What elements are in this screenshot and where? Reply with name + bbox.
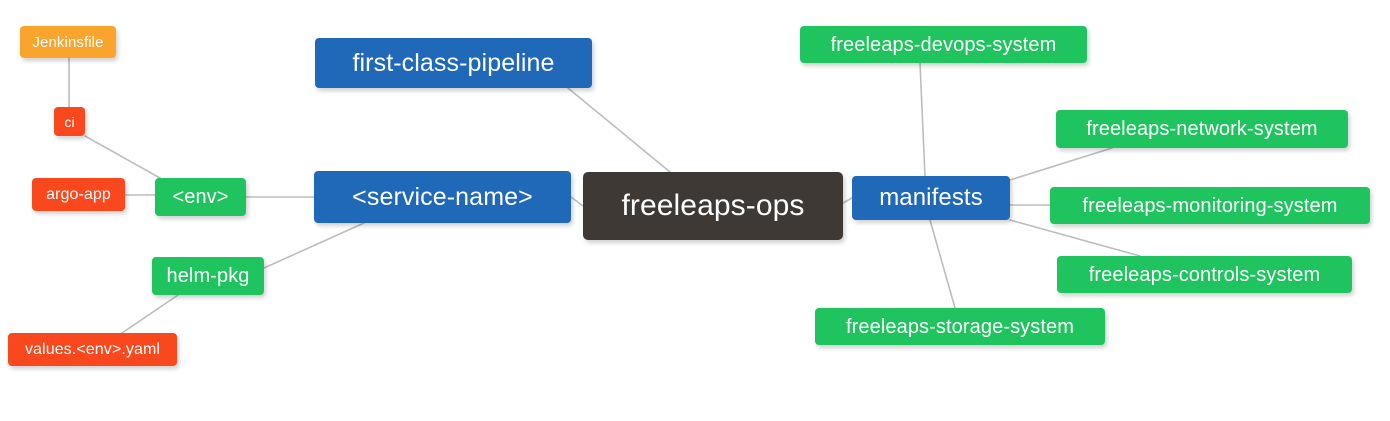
mindmap-node-service-name[interactable]: <service-name> xyxy=(314,171,571,223)
mindmap-node-jenkinsfile[interactable]: Jenkinsfile xyxy=(20,26,116,58)
mindmap-node-helm-pkg[interactable]: helm-pkg xyxy=(152,257,264,295)
node-label: freeleaps-controls-system xyxy=(1088,263,1321,286)
node-label: first-class-pipeline xyxy=(352,48,555,77)
mindmap-node-ci[interactable]: ci xyxy=(54,107,85,136)
edge-helm-pkg-to-values-env-yaml xyxy=(121,294,179,334)
node-label: Jenkinsfile xyxy=(32,33,104,51)
node-label: <service-name> xyxy=(352,182,533,211)
mindmap-node-freeleaps-devops-system[interactable]: freeleaps-devops-system xyxy=(800,26,1087,63)
mindmap-node-manifests[interactable]: manifests xyxy=(852,176,1010,220)
node-label: freeleaps-storage-system xyxy=(845,315,1075,338)
mindmap-node-env[interactable]: <env> xyxy=(155,178,246,216)
node-label: helm-pkg xyxy=(166,265,250,287)
node-label: argo-app xyxy=(46,185,111,203)
edge-manifests-to-freeleaps-devops-system xyxy=(919,62,926,177)
mindmap-node-freeleaps-network-system[interactable]: freeleaps-network-system xyxy=(1056,110,1348,148)
edge-freeleaps-ops-to-manifests xyxy=(842,197,853,204)
edge-freeleaps-ops-to-first-class-pipeline xyxy=(567,87,671,173)
node-label: ci xyxy=(64,113,75,130)
node-label: manifests xyxy=(879,184,983,211)
edge-manifests-to-freeleaps-network-system xyxy=(1009,147,1113,181)
mindmap-node-freeleaps-storage-system[interactable]: freeleaps-storage-system xyxy=(815,308,1105,345)
mindmap-node-first-class-pipeline[interactable]: first-class-pipeline xyxy=(315,38,592,88)
mindmap-node-freeleaps-monitoring-system[interactable]: freeleaps-monitoring-system xyxy=(1050,187,1370,224)
node-label: freeleaps-monitoring-system xyxy=(1082,194,1338,217)
mindmap-node-values-env-yaml[interactable]: values.<env>.yaml xyxy=(8,333,177,366)
node-label: freeleaps-network-system xyxy=(1086,118,1318,140)
edge-manifests-to-freeleaps-controls-system xyxy=(1009,219,1141,257)
node-label: <env> xyxy=(172,186,229,208)
edge-env-to-ci xyxy=(84,135,161,179)
edge-freeleaps-ops-to-service-name xyxy=(570,196,584,207)
edge-service-name-to-helm-pkg xyxy=(263,222,365,269)
mindmap-node-freeleaps-controls-system[interactable]: freeleaps-controls-system xyxy=(1057,256,1352,293)
mindmap-node-freeleaps-ops[interactable]: freeleaps-ops xyxy=(583,172,843,240)
mindmap-node-argo-app[interactable]: argo-app xyxy=(32,178,125,211)
node-label: freeleaps-devops-system xyxy=(830,33,1057,56)
edge-manifests-to-freeleaps-storage-system xyxy=(929,219,956,309)
node-label: values.<env>.yaml xyxy=(24,340,161,358)
node-label: freeleaps-ops xyxy=(621,189,805,222)
